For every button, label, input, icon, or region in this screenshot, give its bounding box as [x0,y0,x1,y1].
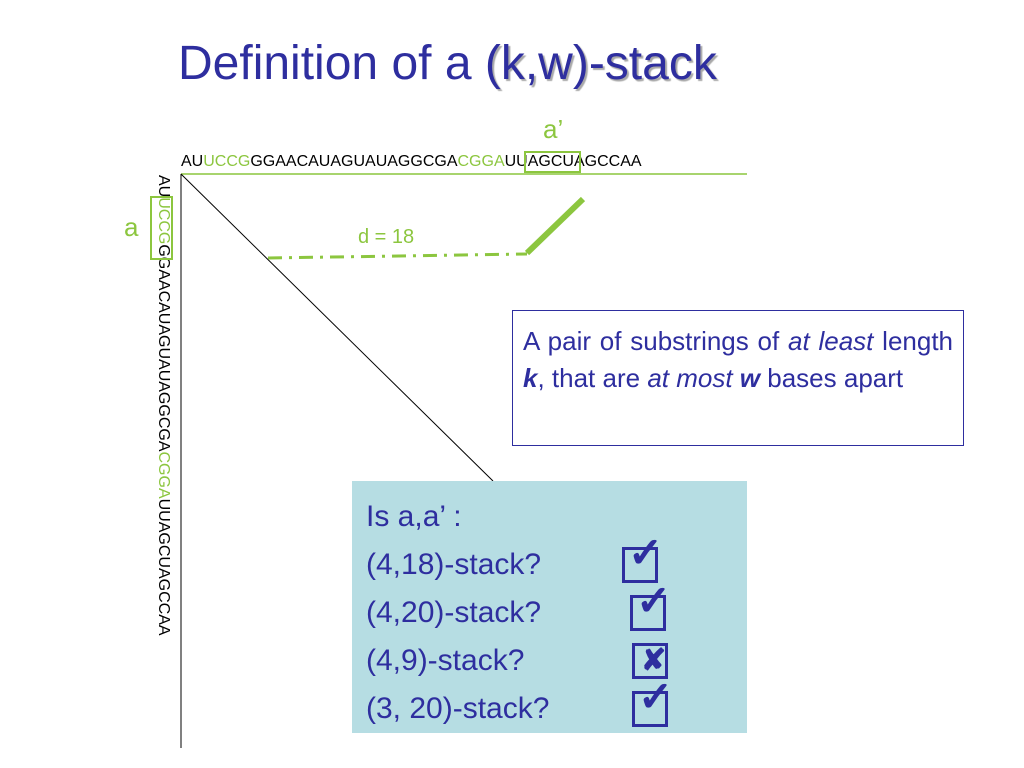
horizontal-sequence: AUUCCGGGAACAUAGUAUAGGCGACGGAUUAGCUAGCCAA [181,153,642,171]
label-a-prime: a’ [543,114,564,144]
a-highlight-box [150,196,173,260]
question-heading: Is a,a’ : [366,500,462,533]
distance-dashed-line [267,252,528,260]
diagonal-line [180,173,494,482]
seq-mid: GGAACAUAGUAUAGGCGA [250,153,458,170]
label-a: a [124,212,139,242]
a-prime-highlight-box [524,151,581,173]
checkbox-check-icon: ✓ [632,676,673,727]
distance-label: d = 18 [358,226,415,248]
checkbox-cross-icon: ✘ [632,643,668,679]
question-item: (3, 20)-stack? ✓ [366,673,674,727]
seq-post: UUAGCUAGCCAA [504,153,642,170]
question-item: (4,18)-stack? ✓ [366,529,664,583]
definition-box: A pair of substrings of at least length … [512,310,964,446]
question-item: (4,20)-stack? ✓ [366,577,672,631]
question-item: (4,9)-stack? ✘ [366,643,668,679]
seq-pre: AU [181,153,204,170]
question-box: Is a,a’ : (4,18)-stack? ✓ (4,20)-stack? … [352,481,747,733]
checkbox-check-icon: ✓ [622,532,663,583]
page-title: Definition of a (k,w)-stack [178,36,717,91]
stack-segment [524,196,586,256]
seq-a-prime: CGGA [457,153,505,170]
title-highlight: (k,w)-stack [484,37,717,90]
checkbox-check-icon: ✓ [630,580,671,631]
seq-a: UCCG [203,153,251,170]
title-prefix: Definition of a [178,37,485,90]
